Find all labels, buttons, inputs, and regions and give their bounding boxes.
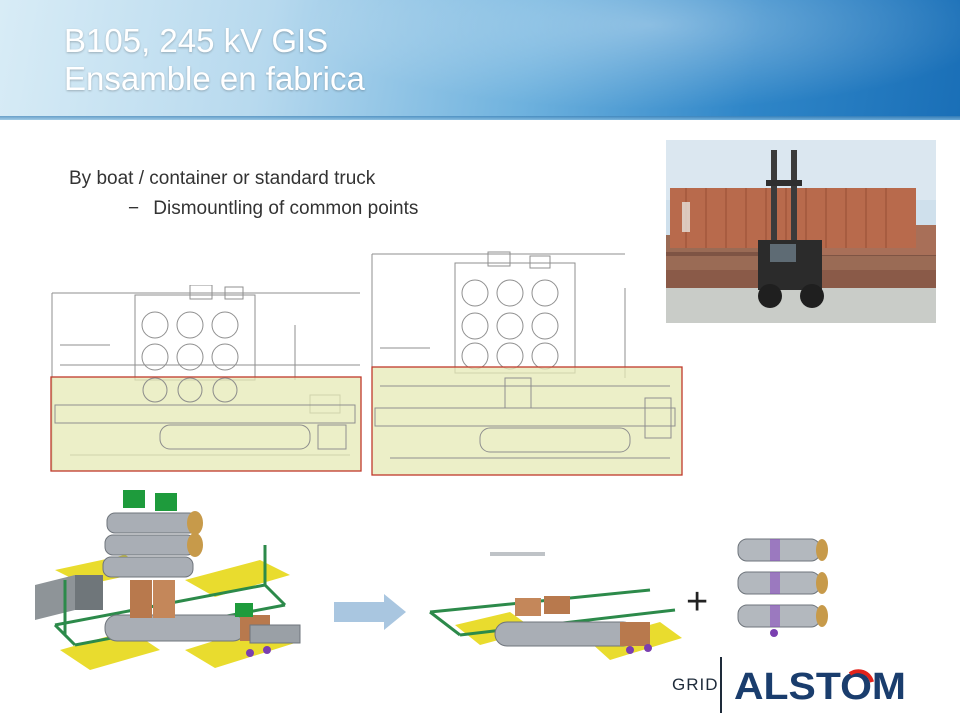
assembly-3d-base	[420, 550, 685, 670]
bullet-sub: − Dismountling of common points	[128, 198, 418, 220]
header-gloss	[300, 0, 960, 110]
gis-drawing-left	[50, 284, 365, 480]
title-line-2: Ensamble en fabrica	[64, 60, 365, 97]
right-arrow-icon	[334, 592, 409, 637]
plus-icon: +	[686, 581, 709, 623]
header-shadow	[0, 116, 960, 120]
slide-title: B105, 245 kV GIS Ensamble en fabrica	[64, 22, 365, 98]
assembly-3d-full	[35, 485, 305, 675]
logo-divider	[720, 657, 722, 713]
bullet-sub-text: Dismountling of common points	[153, 198, 419, 219]
alstom-logo: ALSTOM	[734, 664, 910, 708]
breaker-stack	[730, 535, 830, 645]
svg-text:ALSTOM: ALSTOM	[734, 666, 906, 706]
title-line-1: B105, 245 kV GIS	[64, 22, 329, 59]
bullet-sub-marker: −	[128, 198, 140, 219]
bullet-main: By boat / container or standard truck	[69, 168, 376, 189]
grid-label: GRID	[672, 675, 719, 694]
header-banner	[0, 0, 960, 120]
gis-drawing-right	[370, 248, 685, 481]
container-photo	[666, 140, 936, 323]
